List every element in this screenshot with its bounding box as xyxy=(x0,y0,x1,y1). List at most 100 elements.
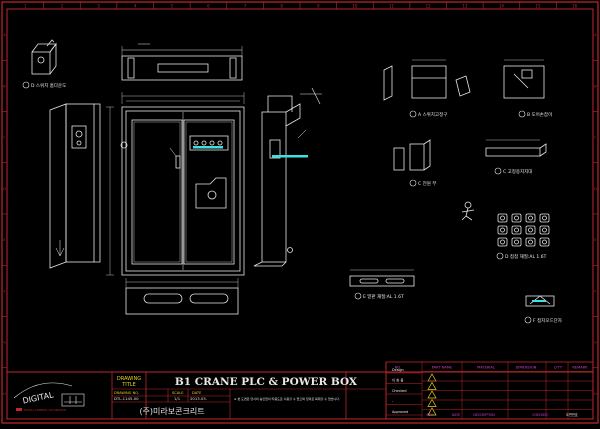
approval-row-label: Approved xyxy=(392,410,408,414)
detail-b xyxy=(503,59,545,99)
parts-header-cell: DIMENSION xyxy=(516,366,537,370)
frame-row-letter: G xyxy=(3,341,6,345)
warning-triangle-icon xyxy=(427,390,437,399)
frame-row-letter: F xyxy=(594,289,596,293)
frame-col-number: 7 xyxy=(244,4,247,9)
parts-header-cell: NO. xyxy=(395,366,402,370)
parts-header-cell: MATERIAL xyxy=(477,366,495,370)
front-view xyxy=(106,92,245,276)
detail-a xyxy=(383,59,471,101)
detail-small-figure xyxy=(461,201,475,221)
view-label-e: E 밑판 재질:AL 1.6T xyxy=(363,293,404,300)
frame-row-letter: A xyxy=(3,33,6,37)
bottom-view xyxy=(125,278,239,315)
frame-col-number: 9 xyxy=(317,4,320,9)
scale-value: 1/1 xyxy=(174,396,181,401)
view-label-d: D 스위치 홈다운도 xyxy=(31,82,66,89)
view-label-d2: D 접점 재질:AL 1.6T xyxy=(505,253,547,260)
frame-row-letter: E xyxy=(3,238,6,242)
frame-row-letter: D xyxy=(594,187,597,191)
detail-c2 xyxy=(485,139,547,157)
drawing-no-label: DRAWING NO. xyxy=(114,391,139,395)
warning-triangle-icon xyxy=(427,373,437,382)
contact-terminal xyxy=(539,213,550,223)
frame-col-number: 8 xyxy=(280,4,283,9)
frame-row-letter: C xyxy=(3,136,6,140)
logo-digital: DIGITAL DIGITAL CONTROL AUTOMATION xyxy=(13,382,85,412)
contact-terminal xyxy=(497,213,508,223)
date-label: DATE xyxy=(192,391,202,395)
view-marker-f xyxy=(524,316,532,324)
right-section-leader xyxy=(297,129,307,139)
revision-header-cell: DATE xyxy=(452,413,460,417)
view-marker-d xyxy=(22,81,30,89)
parts-header-cell: Q'TY xyxy=(554,366,563,370)
view-marker-b xyxy=(518,110,526,118)
contact-terminal xyxy=(497,237,508,247)
view-label-b: B 도어손잡이 xyxy=(527,111,552,118)
front-view-highlights xyxy=(169,146,223,157)
sheet-info: 도면번호 xyxy=(566,412,578,417)
detail-d2-contacts xyxy=(497,213,550,247)
detail-e xyxy=(349,269,415,287)
approval-row-label: Design xyxy=(392,368,404,372)
logo-company-small: DIGITAL CONTROL AUTOMATION xyxy=(24,408,66,412)
revision-header-cell: REV. xyxy=(426,413,433,417)
drawing-no: DTL-1145-00 xyxy=(114,396,139,401)
switch-hood-view xyxy=(31,39,57,75)
frame-col-number: 11 xyxy=(389,4,395,9)
frame-row-letter: E xyxy=(594,238,597,242)
view-label-c: C 전원 부 xyxy=(418,180,436,187)
revision-header: REV. DATE DESCRIPTION CHECKED xyxy=(426,413,548,417)
frame-row-letter: H xyxy=(594,392,597,396)
revision-header-cell: CHECKED xyxy=(532,413,548,417)
date-value: 2013.03. xyxy=(190,396,207,401)
top-plan-view xyxy=(121,43,243,81)
frame-col-number: 14 xyxy=(499,4,505,9)
contact-terminal xyxy=(525,213,536,223)
frame-col-number: 15 xyxy=(536,4,542,9)
frame-col-number: 2 xyxy=(61,4,64,9)
revision-header-cell: DESCRIPTION xyxy=(473,413,495,417)
contact-terminal xyxy=(525,237,536,247)
frame-row-letter: A xyxy=(594,33,597,37)
frame-col-number: 10 xyxy=(352,4,358,9)
warning-triangle-icon xyxy=(427,381,437,390)
view-marker-a xyxy=(409,110,417,118)
approval-row-label: - xyxy=(392,400,394,404)
parts-list-grid xyxy=(421,362,593,419)
right-section-highlight xyxy=(272,155,308,158)
view-label-a: A 스위치고정구 xyxy=(418,111,447,118)
approval-row-label: Checked xyxy=(392,389,407,393)
contact-terminal xyxy=(511,213,522,223)
drawing-notes: ※ 본 도면은 당사의 승인없이 타용도로 사용할 수 없으며 임의로 복제할 … xyxy=(234,396,340,401)
contact-terminal xyxy=(539,237,550,247)
view-marker-d2 xyxy=(496,252,504,260)
right-section-view xyxy=(253,87,322,267)
company-name: (주)미라보콘크리트 xyxy=(139,407,204,416)
frame-col-number: 12 xyxy=(426,4,432,9)
contact-terminal xyxy=(539,225,550,235)
title-block xyxy=(6,361,594,420)
warning-triangle-icon xyxy=(427,398,437,407)
frame-row-letter: F xyxy=(3,289,5,293)
detail-c xyxy=(393,139,431,171)
frame-row-letter: B xyxy=(594,84,597,88)
frame-col-number: 1 xyxy=(24,4,27,9)
frame-col-number: 5 xyxy=(171,4,174,9)
frame-row-letter: B xyxy=(3,84,6,88)
warning-triangle-icon xyxy=(427,407,437,416)
left-side-view xyxy=(49,103,101,269)
scale-label: SCALE xyxy=(172,391,184,395)
frame-row-letter: G xyxy=(594,341,597,345)
parts-header-cell: REMARK xyxy=(572,366,588,370)
frame-row-letter: H xyxy=(3,392,6,396)
view-label-c2: C 고정용지지대 xyxy=(503,168,532,175)
